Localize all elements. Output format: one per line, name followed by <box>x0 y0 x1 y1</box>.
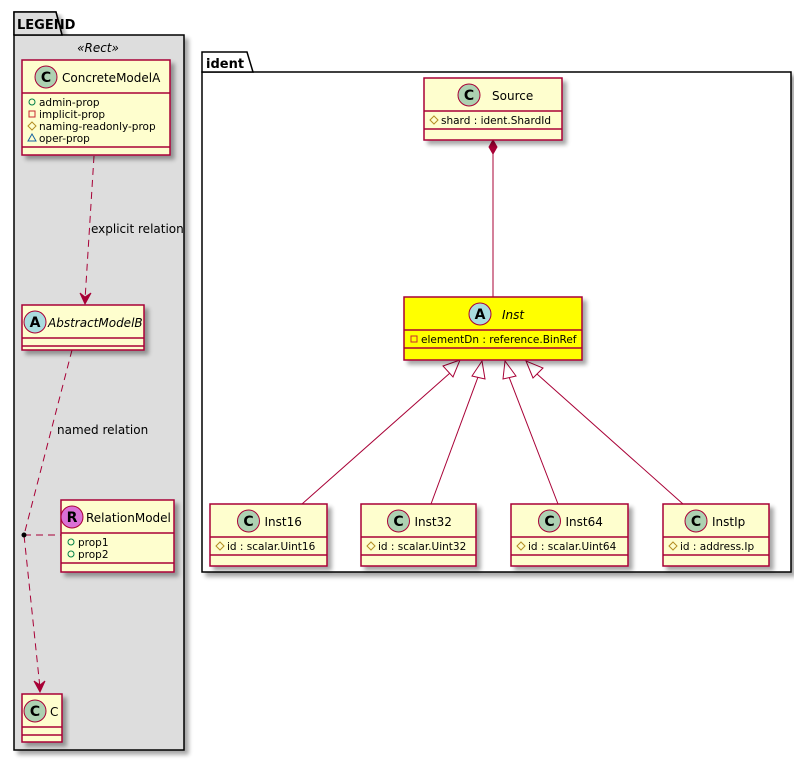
class-field: prop2 <box>78 549 109 561</box>
class-type-badge-icon <box>538 509 561 533</box>
class-name: Source <box>492 89 533 103</box>
class-name: Inst <box>502 308 525 322</box>
badge-letter: A <box>475 307 486 323</box>
public-icon <box>28 98 36 106</box>
class-inst16[interactable]: C Inst16 id : scalar.Uint16 <box>209 503 328 567</box>
class-inst64[interactable]: C Inst64 id : scalar.Uint64 <box>510 503 629 567</box>
badge-letter: C <box>41 70 51 86</box>
class-type-badge-icon <box>23 699 47 723</box>
class-source[interactable]: C Source shard : ident.ShardId <box>423 77 563 141</box>
class-name: Inst64 <box>566 515 603 529</box>
class-field: implicit-prop <box>39 109 105 121</box>
protected-icon <box>27 121 37 131</box>
private-icon <box>28 110 36 118</box>
legend-package-name: LEGEND <box>17 18 76 33</box>
class-type-badge-icon <box>468 302 492 326</box>
class-type-badge-icon <box>684 509 708 533</box>
edge-composition <box>488 138 498 297</box>
badge-letter: C <box>464 88 474 104</box>
class-type-badge-icon <box>23 310 47 334</box>
badge-letter: C <box>691 514 701 530</box>
class-name: InstIp <box>712 515 745 529</box>
badge-letter: A <box>30 315 41 331</box>
class-type-badge-icon <box>457 83 481 107</box>
class-type-badge-icon <box>60 505 84 529</box>
class-name: AbstractModelB <box>47 316 143 330</box>
class-name: Inst16 <box>265 515 302 529</box>
class-name: RelationModel <box>86 511 171 525</box>
badge-letter: C <box>30 704 40 720</box>
class-field: prop1 <box>78 537 109 549</box>
class-name: C <box>50 705 58 719</box>
protected-icon <box>215 541 225 551</box>
class-field: admin-prop <box>39 97 100 109</box>
edge-explicit-relation <box>79 155 95 306</box>
protected-icon <box>429 115 439 125</box>
public-icon <box>67 538 75 546</box>
class-name: Inst32 <box>415 515 452 529</box>
protected-icon <box>516 541 526 551</box>
class-inst[interactable]: A Inst elementDn : reference.BinRef <box>403 296 583 361</box>
edge-named-relation <box>21 349 73 694</box>
badge-letter: C <box>243 514 253 530</box>
stereotype-label: «Rect» <box>77 41 119 55</box>
class-type-badge-icon <box>237 509 260 533</box>
badge-letter: C <box>393 514 403 530</box>
class-type-badge-icon <box>387 509 410 533</box>
ident-package-name: ident <box>206 57 244 72</box>
class-field: id : address.Ip <box>680 541 754 553</box>
class-type-badge-icon <box>34 65 58 89</box>
class-field: oper-prop <box>39 133 90 145</box>
badge-letter: C <box>544 514 554 530</box>
package-icon <box>27 132 37 142</box>
class-field: shard : ident.ShardId <box>441 115 551 127</box>
private-icon <box>410 335 418 343</box>
class-field: id : scalar.Uint32 <box>378 541 466 553</box>
class-field: naming-readonly-prop <box>39 121 156 133</box>
class-inst32[interactable]: C Inst32 id : scalar.Uint32 <box>360 503 477 567</box>
class-field: id : scalar.Uint64 <box>528 541 617 553</box>
class-field: elementDn : reference.BinRef <box>421 334 577 346</box>
protected-icon <box>668 541 678 551</box>
class-concrete-model-a[interactable]: C ConcreteModelA admin-propimplicit-propna… <box>21 59 171 156</box>
class-name: ConcreteModelA <box>62 71 161 85</box>
edge-label-named: named relation <box>57 423 148 437</box>
public-icon <box>67 550 75 558</box>
edge-label-explicit: explicit relation <box>91 222 184 236</box>
class-field: id : scalar.Uint16 <box>227 541 316 553</box>
edges-inheritance <box>301 359 684 505</box>
class-abstract-model-b[interactable]: A AbstractModelB <box>21 304 145 351</box>
class-instip[interactable]: C InstIp id : address.Ip <box>662 503 770 567</box>
badge-letter: R <box>67 510 78 526</box>
protected-icon <box>366 541 376 551</box>
